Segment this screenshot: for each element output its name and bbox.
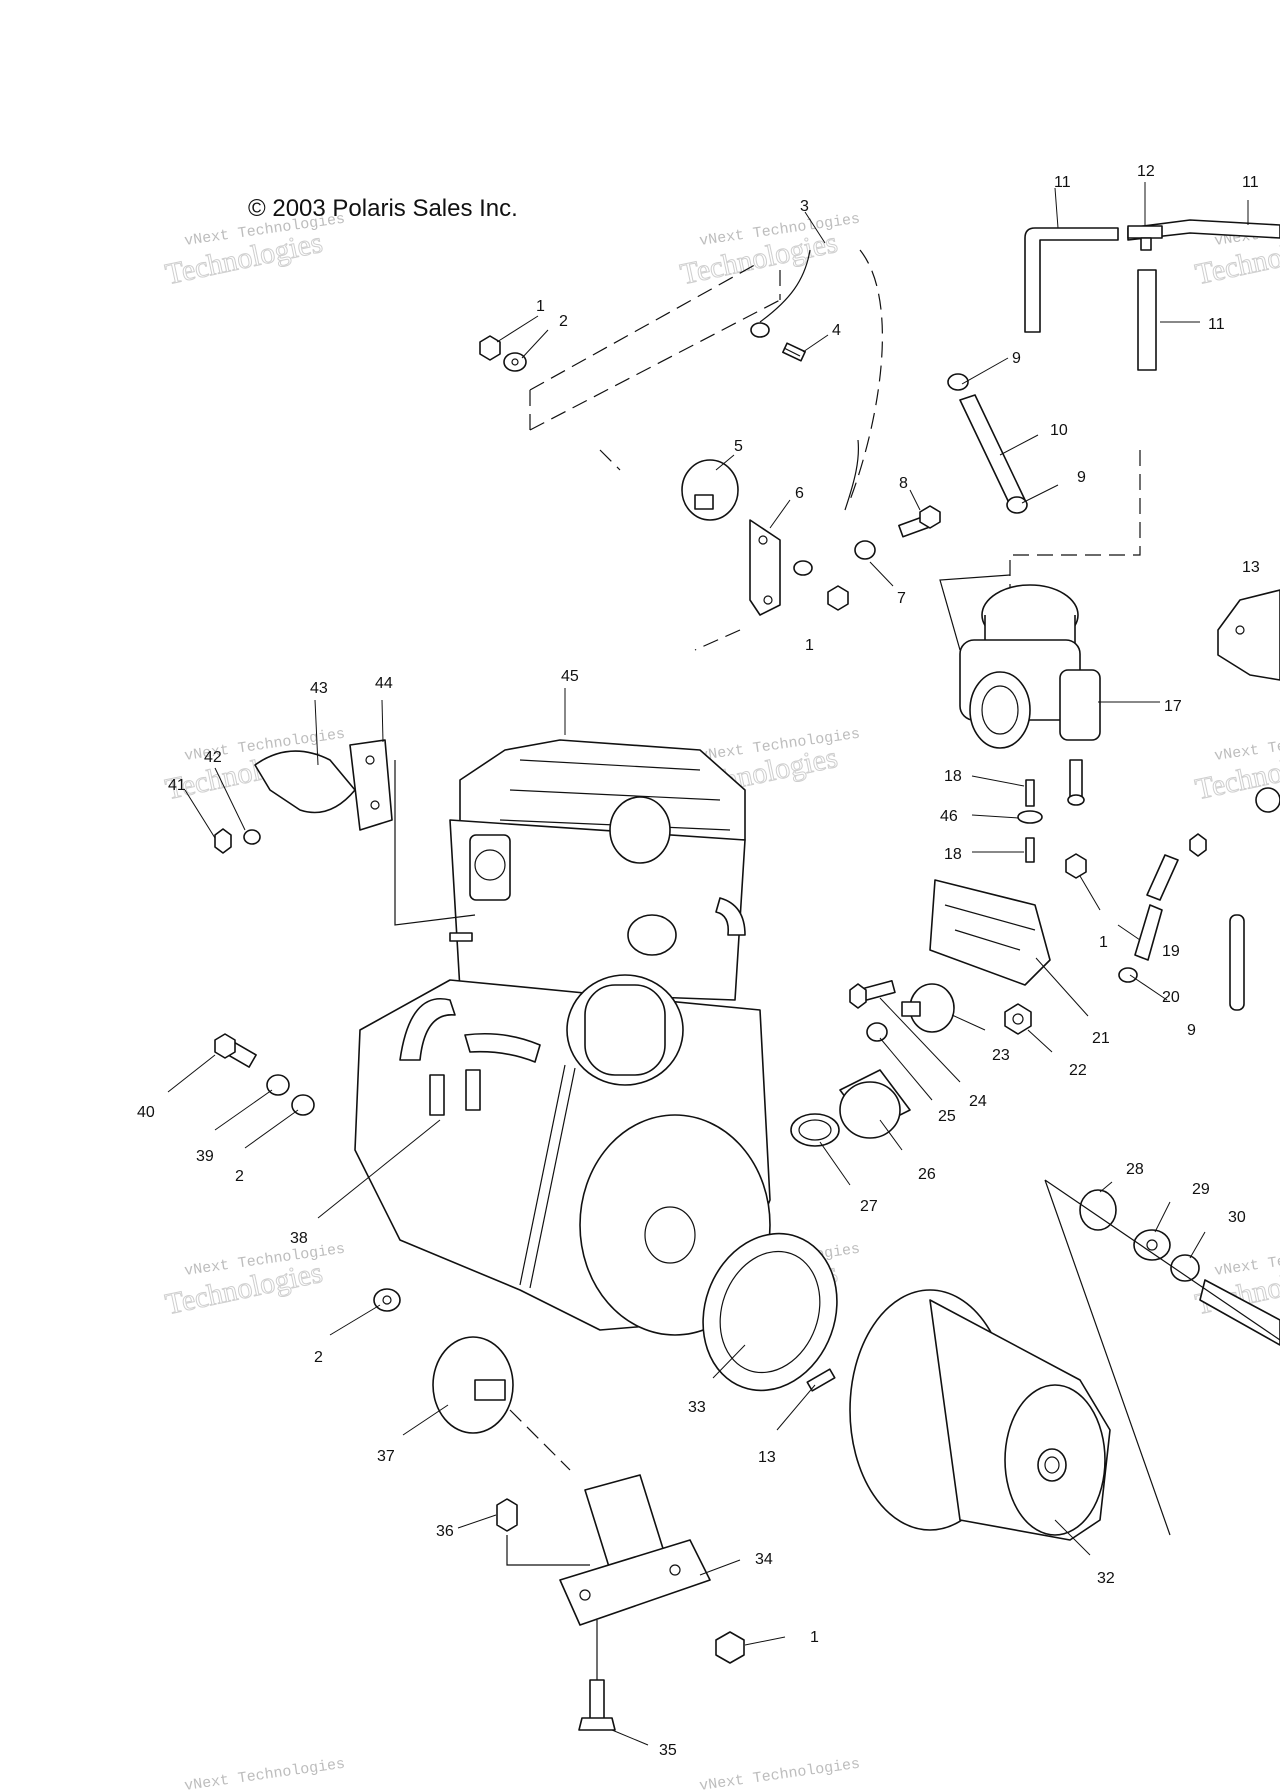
callout-43: 43	[310, 680, 328, 697]
callout-7: 7	[897, 590, 906, 607]
callout-33: 33	[688, 1399, 706, 1416]
bracket-13	[1217, 589, 1280, 681]
callout-11: 11	[1242, 174, 1259, 191]
callout-45: 45	[561, 668, 579, 685]
jets	[1017, 779, 1043, 863]
callout-42: 42	[204, 749, 222, 766]
callout-39: 39	[196, 1148, 214, 1165]
watermark-line1: vNext Technologies	[698, 1756, 861, 1792]
hose-10-with-clamps	[947, 373, 1028, 514]
ground-strap	[750, 249, 860, 576]
callout-38: 38	[290, 1230, 308, 1247]
callout-34: 34	[755, 1551, 773, 1568]
callout-8: 8	[899, 475, 908, 492]
rubber-mount-5	[681, 459, 739, 521]
watermarks: vNext Technologies Technologies vNext Te…	[162, 211, 1280, 1792]
callout-35: 35	[659, 1742, 677, 1759]
callout-1: 1	[536, 298, 545, 315]
callout-11: 11	[1054, 174, 1071, 191]
copyright-notice: © 2003 Polaris Sales Inc.	[248, 195, 518, 222]
vent-hoses	[1024, 219, 1280, 371]
nut-and-washer-top	[479, 335, 527, 372]
intake-manifold	[214, 739, 476, 942]
callout-23: 23	[992, 1047, 1010, 1064]
callout-17: 17	[1164, 698, 1182, 715]
callout-36: 36	[436, 1523, 454, 1540]
callout-27: 27	[860, 1198, 878, 1215]
callout-12: 12	[1137, 163, 1155, 180]
callout-10: 10	[1050, 422, 1068, 439]
carburetor	[939, 450, 1141, 806]
seal-and-bolt	[702, 1232, 838, 1392]
callout-30: 30	[1228, 1209, 1246, 1226]
callout-13: 13	[758, 1449, 776, 1466]
callout-5: 5	[734, 438, 743, 455]
callout-24: 24	[969, 1093, 987, 1110]
callout-21: 21	[1092, 1030, 1110, 1047]
callout-2: 2	[235, 1168, 244, 1185]
callout-18: 18	[944, 768, 962, 785]
callout-4: 4	[832, 322, 841, 339]
callout-32: 32	[1097, 1570, 1115, 1587]
callout-1: 1	[1099, 934, 1108, 951]
frame-rail-outline	[529, 249, 883, 651]
lower-mount-bracket	[496, 1474, 745, 1731]
callout-29: 29	[1192, 1181, 1210, 1198]
bolt-washer-nut-set	[827, 505, 941, 611]
leader-lines	[167, 182, 1249, 1746]
callout-19: 19	[1162, 943, 1180, 960]
callout-9: 9	[1012, 350, 1021, 367]
callout-6: 6	[795, 485, 804, 502]
clutch-housing	[849, 1289, 1111, 1541]
rubber-mount-37	[432, 1336, 571, 1471]
callout-20: 20	[1162, 989, 1180, 1006]
callout-18: 18	[944, 846, 962, 863]
engine-block	[354, 739, 771, 1336]
callout-44: 44	[375, 675, 393, 692]
callout-2: 2	[559, 313, 568, 330]
bolt-washer-coupler	[790, 980, 911, 1147]
bolt-4	[782, 342, 806, 362]
bracket-6	[749, 519, 781, 616]
callout-labels: 1 2 3 4 5 6 7 8 1 9 10 9 11 12 11 11 13 …	[137, 163, 1260, 1759]
drive-shaft-parts	[1044, 1179, 1280, 1536]
callout-13: 13	[1242, 559, 1260, 576]
callout-9: 9	[1077, 469, 1086, 486]
callout-25: 25	[938, 1108, 956, 1125]
callout-28: 28	[1126, 1161, 1144, 1178]
callout-1: 1	[810, 1629, 819, 1646]
callout-11: 11	[1208, 316, 1225, 333]
callout-22: 22	[1069, 1062, 1087, 1079]
callout-2: 2	[314, 1349, 323, 1366]
callout-46: 46	[940, 808, 958, 825]
callout-3: 3	[800, 198, 809, 215]
engine-bracket-21	[901, 879, 1051, 1035]
watermark-line1: vNext Technologies	[183, 1756, 346, 1792]
callout-9: 9	[1187, 1022, 1196, 1039]
callout-41: 41	[168, 777, 186, 794]
callout-26: 26	[918, 1166, 936, 1183]
callout-40: 40	[137, 1104, 155, 1121]
hose-fittings-right	[1065, 787, 1280, 1011]
callout-1: 1	[805, 637, 814, 654]
callout-37: 37	[377, 1448, 395, 1465]
